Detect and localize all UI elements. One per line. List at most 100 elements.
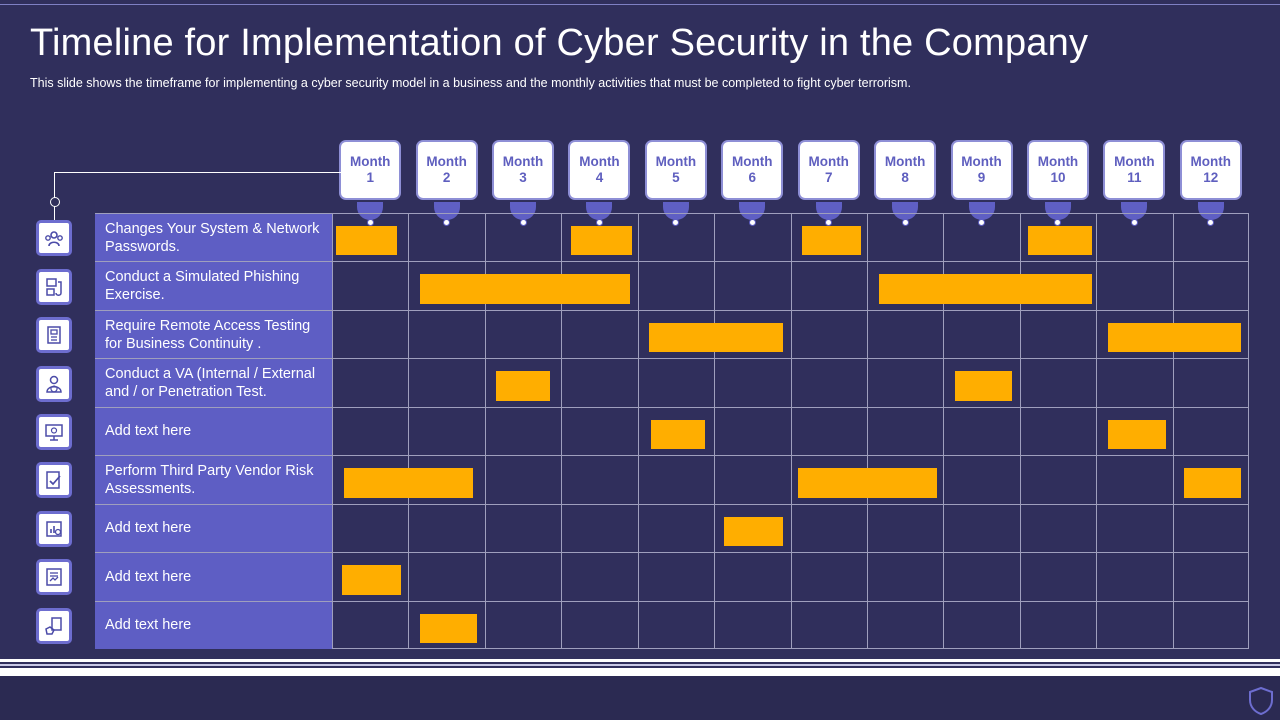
task-label: Conduct a Simulated Phishing Exercise. [95,262,332,310]
month-tab-number: 7 [824,170,833,185]
grid-column-line [943,213,945,649]
grid-column-line [561,213,563,649]
month-marker-dot [1207,219,1215,226]
month-tab-label: Month [961,154,1002,169]
month-tab-pointer [892,202,919,220]
timeline-bar [1107,419,1167,450]
month-marker-dot [748,219,756,226]
page-title: Timeline for Implementation of Cyber Sec… [30,22,1089,64]
connector-line [55,172,343,173]
grid-row-line [95,261,1249,263]
month-marker-dot [443,219,451,226]
grid-row-line [95,406,1249,408]
month-tab-number: 1 [366,170,374,185]
month-tab-pointer [739,202,766,220]
timeline-bar [420,613,478,643]
user-shield-icon [36,365,72,402]
phishing-icon [36,268,72,305]
month-tab-pointer [433,202,460,220]
shield-logo-icon [1249,686,1273,716]
month-tab-pointer [1044,202,1071,220]
month-tab-label: Month [579,154,620,169]
grid-row-line [95,358,1249,360]
month-tab-pointer [815,202,842,220]
month-tab-label: Month [502,154,544,169]
month-tab-label: Month [1037,154,1079,169]
grid-row-line [95,552,1249,554]
grid-row-line [95,455,1249,457]
month-marker-dot [978,219,986,226]
month-tab-label: Month [426,154,467,169]
timeline-bar [420,274,630,304]
task-label: Add text here [95,407,332,456]
timeline-bar [1027,226,1093,256]
month-tab-number: 5 [672,170,680,185]
timeline-bar [343,468,474,498]
month-tab-label: Month [349,154,391,169]
connector-dot [50,197,60,207]
month-tab-label: Month [884,154,926,169]
month-tab-label: Month [1114,154,1155,169]
task-label: Changes Your System & Network Passwords. [95,214,332,262]
month-tab-number: 3 [519,170,527,185]
grid-column-line [332,213,333,649]
timeline-bar [571,226,632,256]
month-tab-pointer [510,202,537,220]
month-tab-pointer [1121,202,1148,220]
month-tab-number: 12 [1203,170,1219,185]
grid-column-line [408,213,410,649]
month-tab-label: Month [732,154,773,169]
month-tab-number: 9 [977,170,986,185]
month-tab-label: Month [655,154,697,169]
month-marker-dot [595,219,603,226]
month-tab-pointer [968,202,995,220]
grid-column-line [1172,213,1174,649]
timeline-bar [649,322,783,353]
month-tab-number: 2 [442,170,451,185]
server-icon [36,317,72,354]
month-tab-pointer [357,202,384,220]
month-marker-dot [1054,219,1062,226]
timeline-bar [724,516,783,547]
month-tab-number: 11 [1127,170,1142,185]
timeline-bar [496,371,550,401]
monitor-icon [36,414,72,450]
timeline-bar [878,274,1093,304]
month-marker-dot [825,219,833,226]
month-tab-pointer [1197,202,1224,220]
connector-line-vertical [54,172,55,220]
task-label: Perform Third Party Vendor Risk Assessme… [95,456,332,504]
grid-row-line [95,503,1249,505]
timeline-bar [1184,468,1242,498]
month-marker-dot [1130,219,1138,226]
grid-column-line [1019,213,1021,649]
task-label: Add text here [95,553,332,601]
analytics-icon [36,510,72,547]
timeline-bar [798,468,938,498]
grid-column-line [1096,213,1098,649]
month-marker-dot [519,219,527,226]
hand-device-icon [36,607,72,644]
footer-stripe [0,659,1280,662]
month-tab-number: 4 [595,170,604,185]
timeline-bar [1107,322,1242,353]
footer-stripe [0,668,1280,676]
month-marker-dot [672,219,680,226]
team-icon [36,220,72,257]
month-tab-number: 6 [748,170,757,185]
month-tab-label: Month [1190,154,1232,169]
report-icon [36,559,72,596]
month-marker-dot [366,219,374,226]
